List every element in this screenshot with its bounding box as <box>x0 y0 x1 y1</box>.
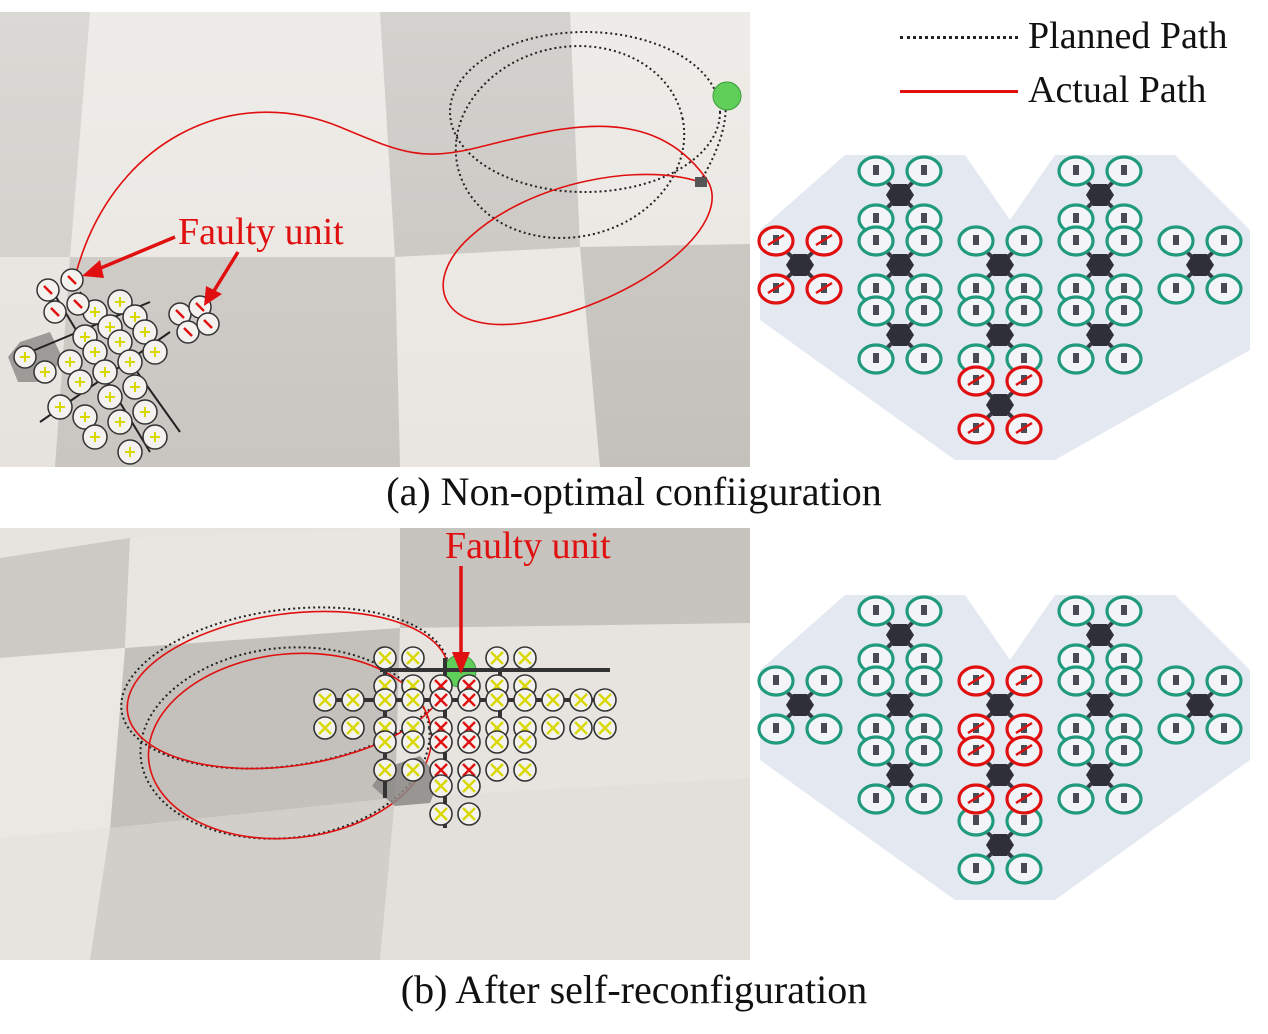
healthy-unit <box>857 225 943 305</box>
schematic-diagram-b <box>757 595 1250 900</box>
schematic-diagram-a <box>757 155 1250 460</box>
floor-tile <box>400 528 750 628</box>
healthy-unit <box>857 665 943 745</box>
caption-b: (b) After self-reconfiguration <box>400 967 868 1012</box>
healthy-unit <box>1057 295 1143 375</box>
actual-path-swatch <box>900 90 1018 93</box>
drone-array-b <box>313 646 617 828</box>
rotor <box>513 730 537 754</box>
rotor <box>485 688 509 712</box>
healthy-unit <box>1057 735 1143 815</box>
floor-tile <box>0 538 130 658</box>
rotor <box>593 716 617 740</box>
rotor <box>569 716 593 740</box>
faulty-rotor <box>429 730 453 754</box>
legend-label-actual: Actual Path <box>1028 69 1207 111</box>
rotor <box>401 758 425 782</box>
healthy-unit <box>857 295 943 375</box>
rotor <box>541 716 565 740</box>
rotor <box>513 688 537 712</box>
rotor <box>429 802 453 826</box>
healthy-unit <box>957 805 1043 885</box>
faulty-rotor <box>457 688 481 712</box>
rotor <box>341 716 365 740</box>
rotor <box>513 758 537 782</box>
planned-path <box>449 31 727 239</box>
faulty-unit-label-a: Faulty unit <box>178 211 344 253</box>
healthy-unit <box>1157 665 1243 745</box>
simulation-view-a <box>0 12 750 467</box>
rotor <box>401 688 425 712</box>
rotor <box>313 716 337 740</box>
reference-drone <box>695 177 707 187</box>
healthy-unit <box>857 595 943 675</box>
simulation-scene-b <box>0 528 750 960</box>
legend-label-planned: Planned Path <box>1028 15 1228 57</box>
faulty-rotors-a <box>36 268 220 344</box>
rotor <box>485 758 509 782</box>
faulty-rotor <box>429 688 453 712</box>
faulty-unit-label-b: Faulty unit <box>445 525 611 567</box>
floor-tile <box>125 528 400 648</box>
legend-item-planned: Planned Path <box>900 14 1260 58</box>
healthy-unit <box>1157 225 1243 305</box>
target-sphere <box>712 81 742 111</box>
rotor <box>313 688 337 712</box>
healthy-unit <box>857 735 943 815</box>
rotor <box>373 646 397 670</box>
healthy-unit <box>757 665 843 745</box>
rotor <box>401 730 425 754</box>
rotor <box>485 646 509 670</box>
faulty-unit <box>957 735 1043 815</box>
rotor <box>373 730 397 754</box>
faulty-rotor <box>457 758 481 782</box>
rotor <box>341 688 365 712</box>
healthy-unit <box>957 225 1043 305</box>
healthy-unit <box>957 295 1043 375</box>
fault-arrow-b <box>452 566 470 674</box>
rotor <box>401 646 425 670</box>
faulty-unit <box>757 225 843 305</box>
schematic-b <box>755 590 1255 905</box>
caption-a: (a) Non-optimal confiiguration <box>386 469 882 514</box>
rotor <box>373 758 397 782</box>
floor-tile <box>90 798 395 960</box>
rotor <box>569 688 593 712</box>
schematic-a <box>755 150 1255 465</box>
healthy-unit <box>1057 155 1143 235</box>
healthy-unit <box>1057 665 1143 745</box>
drone-array-a <box>13 286 181 465</box>
simulation-view-b <box>0 528 750 960</box>
floor-tile <box>0 648 125 838</box>
rotor <box>457 774 481 798</box>
rotor <box>593 688 617 712</box>
rotor <box>513 646 537 670</box>
simulation-scene-a <box>0 12 750 467</box>
rotor <box>373 688 397 712</box>
faulty-rotor <box>457 730 481 754</box>
healthy-unit <box>857 155 943 235</box>
fault-arrows-a <box>82 235 240 306</box>
faulty-unit <box>957 365 1043 445</box>
floor-tile <box>110 628 400 828</box>
rotor <box>457 802 481 826</box>
healthy-unit <box>1057 595 1143 675</box>
rotor <box>485 730 509 754</box>
rotor <box>541 688 565 712</box>
rotor <box>429 774 453 798</box>
planned-path-swatch <box>900 36 1018 39</box>
legend-item-actual: Actual Path <box>900 68 1260 112</box>
healthy-unit <box>1057 225 1143 305</box>
